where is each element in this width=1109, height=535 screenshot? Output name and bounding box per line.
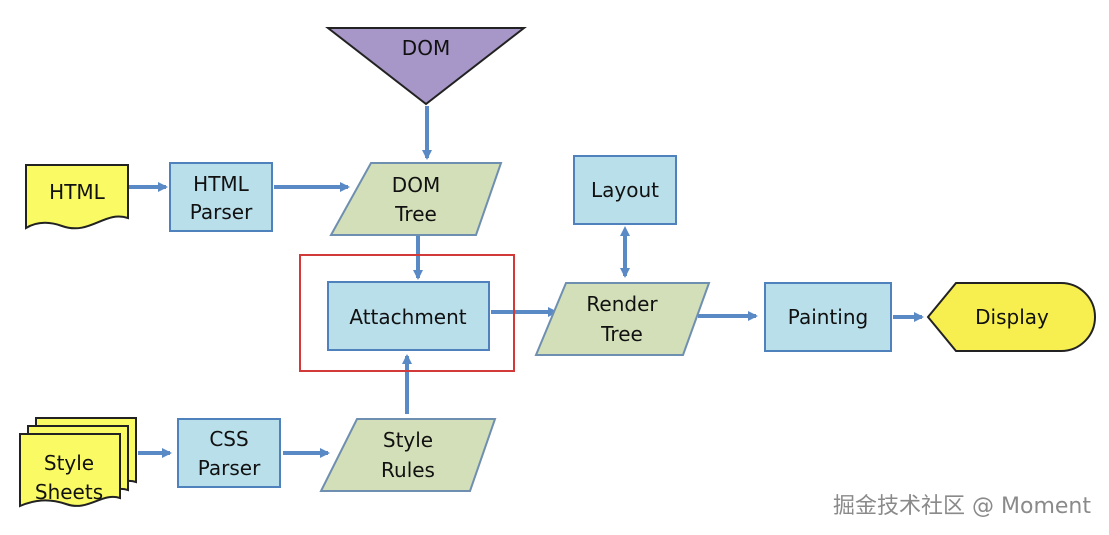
style-sheets-node: Style Sheets (19, 417, 137, 508)
dom-tree-label-line2: Tree (394, 202, 437, 226)
render-tree-label-line2: Tree (600, 322, 643, 346)
watermark-text: 掘金技术社区 @ Moment (833, 494, 1091, 519)
painting-node: Painting (764, 282, 892, 352)
layout-node: Layout (573, 155, 677, 225)
css-parser-label-line2: Parser (198, 456, 261, 480)
style-sheets-label-line2: Sheets (35, 480, 103, 504)
attachment-node: Attachment (327, 281, 490, 351)
dom-source-label: DOM (402, 36, 450, 60)
dom-tree-label-line1: DOM (392, 173, 440, 197)
html-document-label: HTML (49, 180, 106, 204)
layout-label: Layout (591, 178, 659, 202)
css-parser-label-line1: CSS (209, 427, 248, 451)
html-parser-node: HTML Parser (169, 162, 273, 232)
style-rules-label-line1: Style (383, 428, 433, 452)
display-label: Display (975, 305, 1049, 329)
attachment-highlight-frame (299, 254, 515, 372)
attachment-label: Attachment (349, 305, 466, 329)
css-parser-node: CSS Parser (177, 418, 281, 488)
style-rules-node: Style Rules (319, 418, 497, 492)
html-parser-label-line1: HTML (193, 172, 250, 196)
display-node: Display (926, 282, 1096, 352)
dom-tree-node: DOM Tree (329, 162, 503, 236)
style-rules-label-line2: Rules (381, 458, 435, 482)
html-document-node: HTML (25, 164, 129, 230)
render-tree-node: Render Tree (534, 282, 711, 356)
style-sheets-label-line1: Style (44, 451, 94, 475)
arrows (128, 106, 924, 458)
painting-label: Painting (788, 305, 868, 329)
html-parser-label-line2: Parser (190, 200, 253, 224)
dom-source-node: DOM (325, 27, 527, 106)
render-tree-label-line1: Render (586, 292, 658, 316)
